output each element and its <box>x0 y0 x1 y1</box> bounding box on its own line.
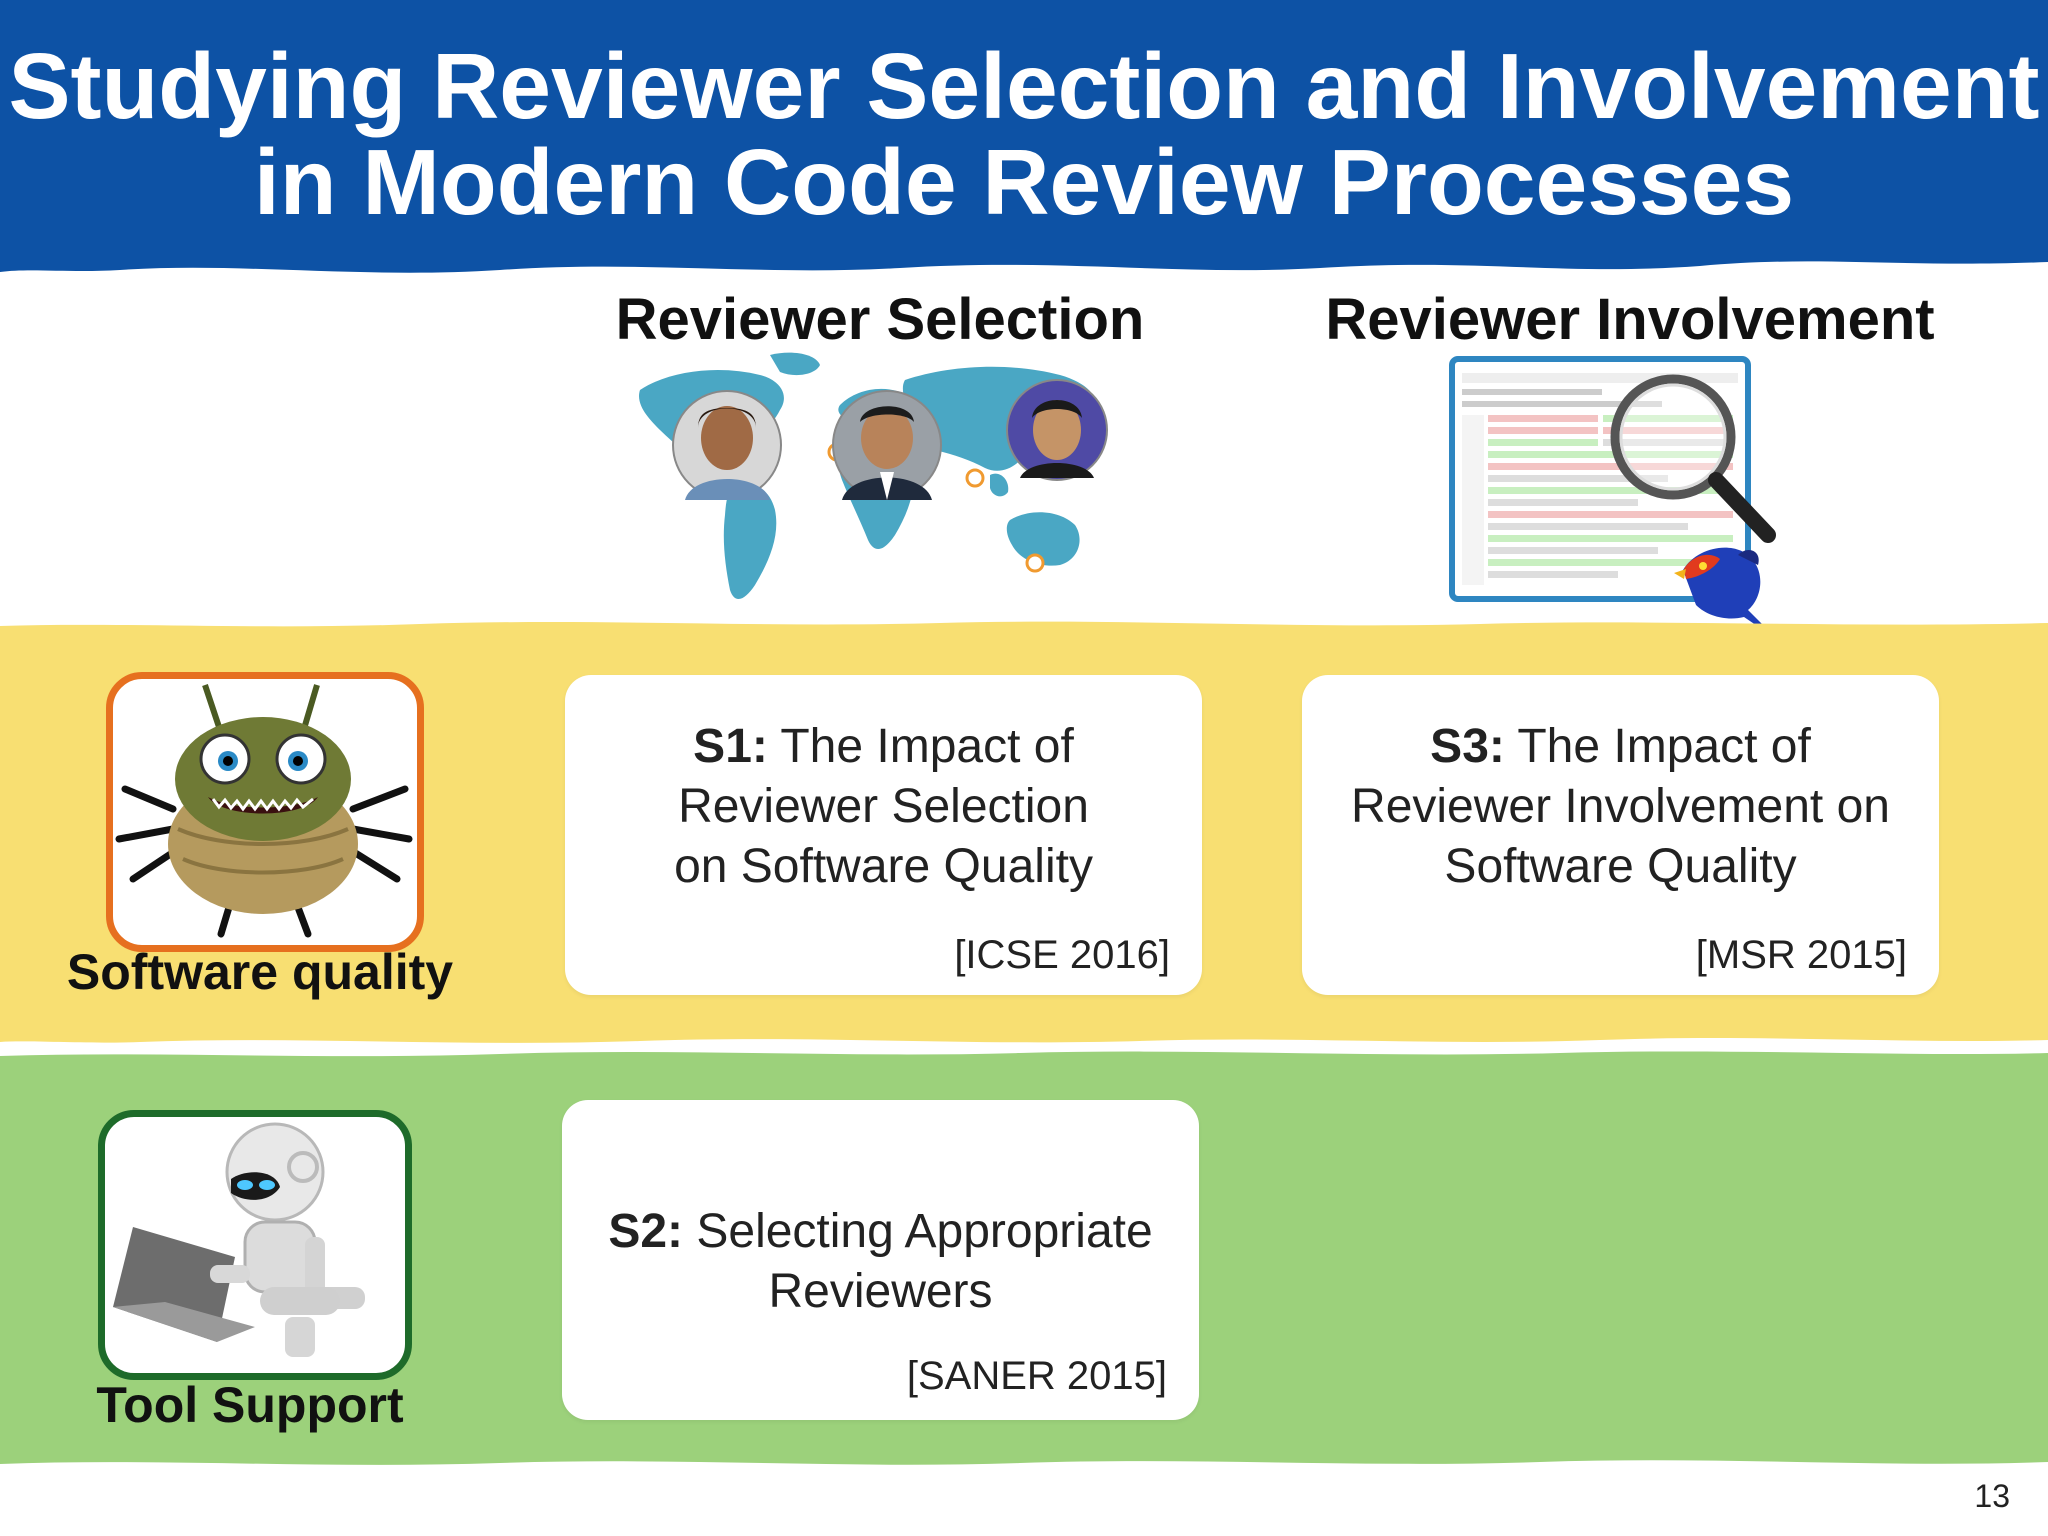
bug-mascot-icon <box>115 684 413 938</box>
study-s3-line-3: Software Quality <box>1444 840 1797 893</box>
study-card-s3[interactable]: S3: The Impact of Reviewer Involvement o… <box>1302 675 1939 995</box>
robot-laptop-icon <box>113 1122 365 1357</box>
study-s3-id: S3: <box>1430 720 1505 773</box>
study-card-s1[interactable]: S1: The Impact of Reviewer Selection on … <box>565 675 1202 995</box>
slide-title-line-1: Studying Reviewer Selection and Involvem… <box>8 34 2040 138</box>
software-quality-image <box>106 672 424 952</box>
study-s1-venue: [ICSE 2016] <box>954 933 1170 977</box>
tool-support-image <box>98 1110 412 1380</box>
study-card-s2[interactable]: S2: Selecting Appropriate Reviewers [SAN… <box>562 1100 1199 1420</box>
study-s1-line-3: on Software Quality <box>674 840 1093 893</box>
world-map-icon <box>639 352 1108 600</box>
page-number: 13 <box>1974 1478 2010 1514</box>
slide-title-line-2: in Modern Code Review Processes <box>253 130 1795 234</box>
study-s1-line-2: Reviewer Selection <box>678 780 1089 833</box>
study-s1-id: S1: <box>693 720 768 773</box>
column-heading-reviewer-involvement: Reviewer Involvement <box>1325 287 1935 352</box>
magnifying-glass-icon <box>1610 374 1776 543</box>
study-s2-venue: [SANER 2015] <box>906 1354 1167 1398</box>
title-banner: Studying Reviewer Selection and Involvem… <box>0 0 2048 290</box>
row-label-software-quality: Software quality <box>66 944 454 1000</box>
title-banner-background <box>0 0 2048 273</box>
study-s2-line-1: S2: Selecting Appropriate <box>608 1205 1153 1258</box>
column-heading-reviewer-selection: Reviewer Selection <box>615 287 1145 352</box>
code-review-screenshot-icon <box>1449 356 1778 640</box>
study-s3-line-1: S3: The Impact of <box>1430 720 1811 773</box>
study-s1-line-1: S1: The Impact of <box>693 720 1074 773</box>
study-s3-venue: [MSR 2015] <box>1695 933 1907 977</box>
study-s3-line-2: Reviewer Involvement on <box>1351 780 1890 833</box>
row-label-tool-support: Tool Support <box>96 1377 404 1433</box>
study-s2-line-2: Reviewers <box>768 1265 993 1318</box>
bird-mascot-icon <box>1674 547 1778 640</box>
study-s2-id: S2: <box>608 1205 684 1258</box>
